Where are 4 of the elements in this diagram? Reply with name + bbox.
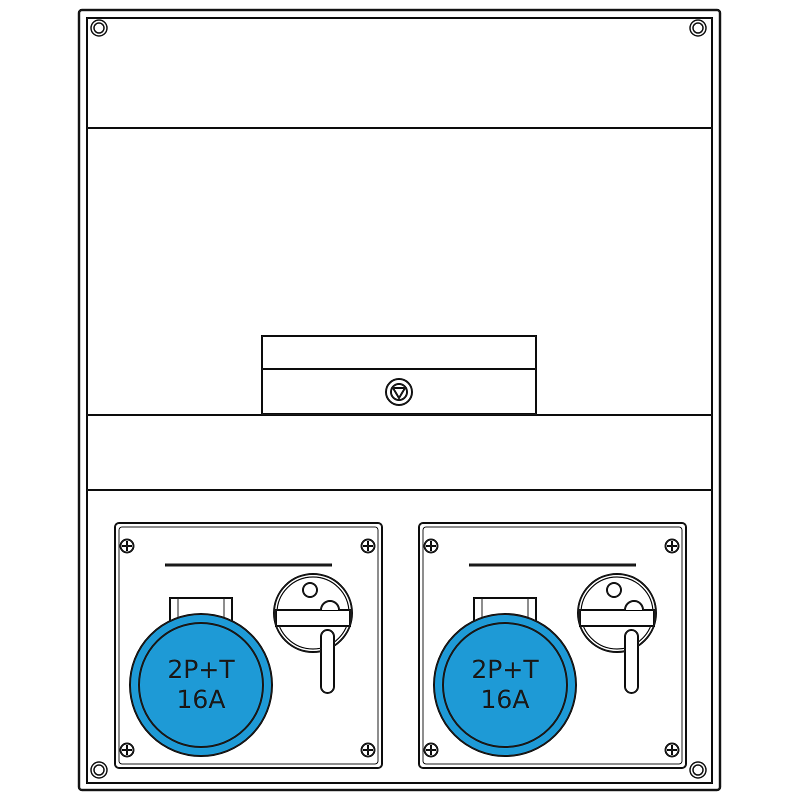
socket-outlet	[128, 596, 274, 758]
socket-outlet	[432, 596, 578, 758]
socket-rating: 2P+T 16A	[166, 655, 236, 715]
socket-rating: 2P+T 16A	[470, 655, 540, 715]
